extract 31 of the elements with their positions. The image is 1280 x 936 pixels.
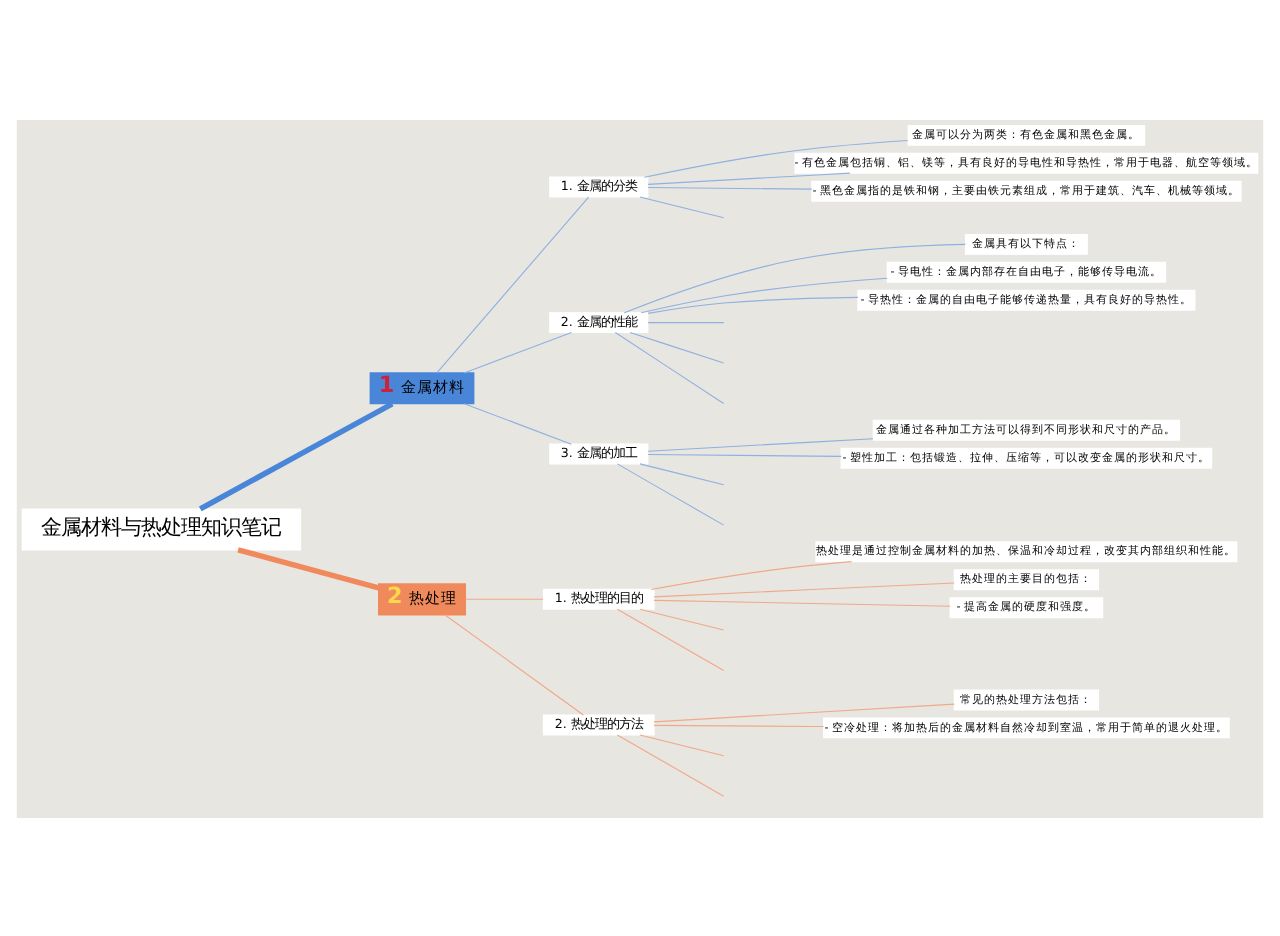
connector [639, 195, 725, 218]
connector [629, 330, 725, 363]
connector [616, 607, 725, 670]
connector [198, 400, 394, 511]
connector [463, 402, 572, 444]
connector [639, 462, 725, 485]
connector [616, 733, 725, 796]
connector [647, 295, 859, 313]
connector [436, 195, 590, 373]
connector [653, 723, 825, 727]
connector [614, 331, 725, 404]
connector [237, 546, 380, 590]
connector [647, 186, 813, 189]
connector [643, 139, 909, 177]
connector [639, 733, 725, 756]
connector [640, 276, 888, 313]
connector [653, 581, 955, 597]
connector [616, 462, 725, 525]
connector [647, 171, 851, 184]
connector [464, 597, 544, 599]
connector [623, 242, 966, 313]
connector [444, 613, 584, 715]
connector [647, 437, 874, 451]
connector [639, 607, 725, 630]
connector [653, 598, 951, 606]
connector [650, 560, 853, 590]
connector [653, 702, 955, 722]
connector [647, 452, 842, 456]
connector [463, 330, 572, 373]
connector [647, 321, 725, 323]
node-box: 金属材料与热处理知识笔记 [21, 507, 302, 550]
